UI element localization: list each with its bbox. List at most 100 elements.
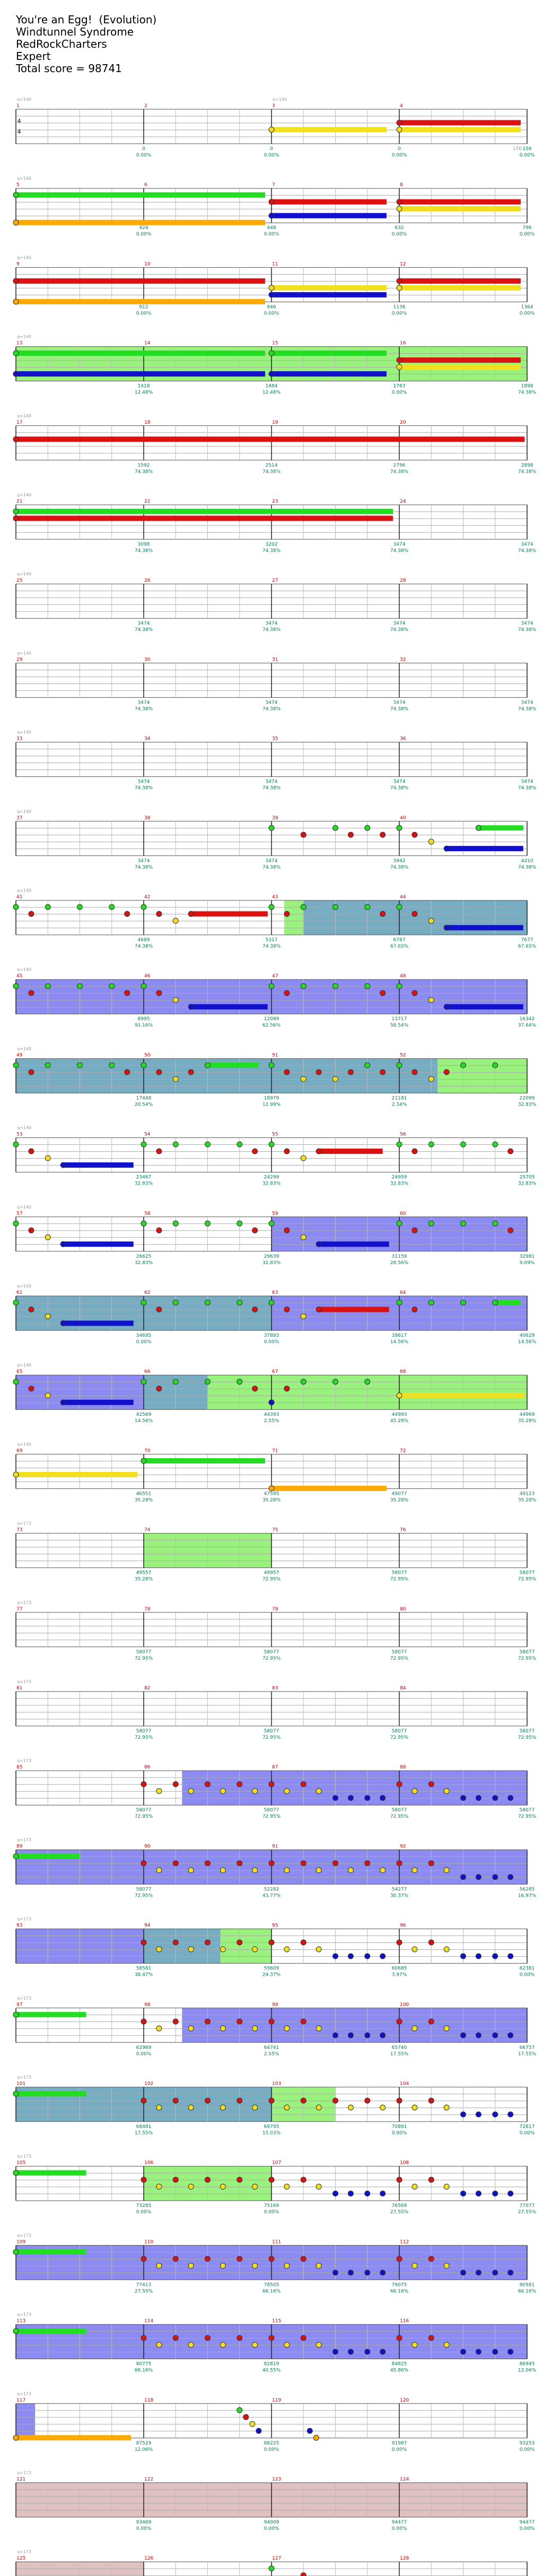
green-note <box>205 1379 211 1385</box>
measure-number: 102 <box>144 2081 153 2087</box>
measure-percent: 74.38% <box>262 706 281 712</box>
measure-percent: 74.38% <box>262 469 281 475</box>
yellow-sustain <box>399 1392 525 1398</box>
green-note <box>268 2565 275 2572</box>
red-note <box>396 2256 402 2262</box>
measure-number: 91 <box>272 1844 278 1849</box>
measure-number: 77 <box>16 1607 22 1612</box>
measure-percent: 14.56% <box>135 1418 153 1424</box>
measure-percent: 2.55% <box>264 1418 279 1424</box>
measure-score: 58077 <box>392 1729 407 1734</box>
red-sustain <box>399 120 521 126</box>
tempo-marker: q=140 <box>273 97 287 102</box>
measure-score: 88225 <box>264 2441 279 2446</box>
green-sustain <box>16 2328 86 2334</box>
yellow-note <box>252 1867 258 1873</box>
orange-sustain <box>16 2435 131 2441</box>
yellow-note <box>172 997 179 1003</box>
yellow-note <box>220 2105 226 2110</box>
measure-score: 44393 <box>264 1412 279 1417</box>
blue-note <box>507 2191 514 2197</box>
green-note <box>13 904 19 910</box>
measure-score: 47595 <box>264 1491 279 1496</box>
red-note <box>141 2256 147 2262</box>
blue-note <box>364 2191 371 2197</box>
orange-note <box>13 299 19 305</box>
measure-score: 912 <box>139 304 148 310</box>
yellow-note <box>220 1788 226 1794</box>
red-note <box>205 2335 211 2341</box>
green-sustain <box>272 351 387 356</box>
measure-score: 3474 <box>521 779 533 785</box>
total-score: Total score = 98741 <box>16 62 122 75</box>
yellow-note <box>156 2025 162 2031</box>
yellow-note <box>428 918 434 924</box>
blue-sustain <box>319 1241 389 1247</box>
measure-percent: 30.37% <box>390 1893 409 1898</box>
measure-number: 20 <box>400 420 406 425</box>
measure-number: 114 <box>144 2319 153 2324</box>
tempo-marker: q=140 <box>17 493 31 497</box>
measure-percent: 32.83% <box>518 1181 537 1187</box>
measure-percent: 74.38% <box>262 786 281 791</box>
measure-number: 68 <box>400 1369 406 1374</box>
measure-number: 76 <box>400 1528 406 1533</box>
measure-score: 17448 <box>136 1096 152 1101</box>
measure-number: 41 <box>16 895 22 900</box>
yellow-note <box>300 1076 306 1082</box>
green-sustain <box>16 2249 86 2255</box>
yellow-note <box>316 2184 322 2190</box>
measure-score: 73285 <box>136 2203 152 2209</box>
measure-score: 58077 <box>264 1650 279 1655</box>
measure-percent: 28.56% <box>390 1260 409 1266</box>
measure-score: 42569 <box>136 1412 152 1417</box>
yellow-note <box>411 2263 418 2269</box>
yellow-note <box>443 2105 450 2110</box>
measure-number: 96 <box>400 1923 406 1929</box>
blue-note <box>380 2349 386 2355</box>
green-note <box>13 2328 19 2334</box>
red-note <box>284 1386 290 1392</box>
yellow-note <box>172 918 179 924</box>
green-note <box>332 904 338 910</box>
yellow-note <box>188 1788 194 1794</box>
green-note <box>428 1300 434 1305</box>
measure-number: 104 <box>400 2081 409 2087</box>
red-note <box>124 1069 130 1075</box>
measure-number: 106 <box>144 2160 153 2166</box>
measure-percent: 27.55% <box>135 2289 153 2294</box>
measure-score: 49123 <box>520 1491 535 1496</box>
red-note <box>396 1939 402 1946</box>
red-note <box>188 911 194 917</box>
tempo-marker: q=140 <box>17 809 31 814</box>
measure-number: 105 <box>16 2160 25 2166</box>
green-note <box>141 1300 147 1305</box>
measure-number: 40 <box>400 816 406 821</box>
measure-number: 84 <box>400 1686 406 1691</box>
measure-score: 424 <box>139 225 148 231</box>
measure-number: 31 <box>272 657 278 662</box>
measure-percent: 0.00% <box>392 2526 407 2531</box>
measure-percent: 74.38% <box>135 786 153 791</box>
red-note <box>141 2177 147 2183</box>
measure-score: 3474 <box>266 779 278 785</box>
measure-number: 108 <box>400 2160 409 2166</box>
measure-number: 16 <box>400 341 406 346</box>
yellow-note <box>428 997 434 1003</box>
green-note <box>109 983 115 989</box>
measure-percent: 72.95% <box>518 1656 537 1661</box>
measure-score: 58077 <box>136 1887 152 1892</box>
yellow-note <box>156 2105 162 2110</box>
measure-score: 3474 <box>393 621 406 626</box>
yellow-note <box>396 127 402 133</box>
green-note <box>13 1062 19 1068</box>
measure-number: 55 <box>272 1132 278 1137</box>
red-note <box>300 2256 306 2262</box>
measure-score: 2796 <box>393 463 406 468</box>
measure-number: 118 <box>144 2398 153 2403</box>
red-note <box>205 2256 211 2262</box>
measure-number: 123 <box>272 2477 281 2482</box>
measure-percent: 66.16% <box>135 2368 153 2373</box>
red-note <box>284 911 290 917</box>
red-note <box>316 1148 322 1154</box>
